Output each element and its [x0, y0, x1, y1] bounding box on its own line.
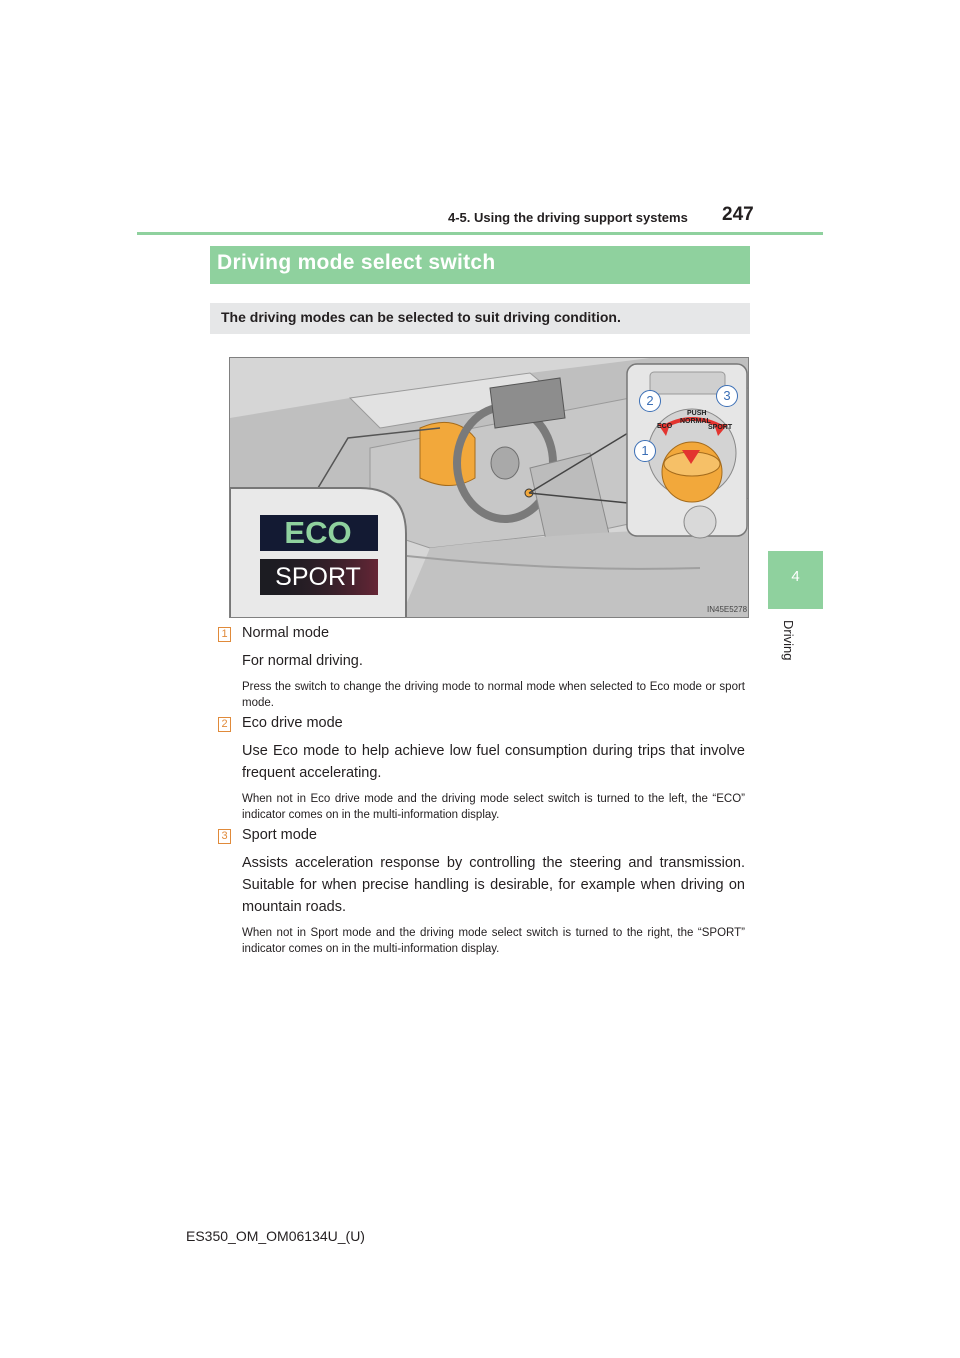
item-badge-3: 3	[218, 829, 231, 844]
display-sport-text: SPORT	[275, 563, 361, 591]
switch-label-normal: NORMAL	[680, 418, 711, 425]
page-number: 247	[722, 204, 754, 225]
callout-3: 3	[716, 385, 738, 407]
callout-1: 1	[634, 440, 656, 462]
section-title: Driving mode select switch	[217, 251, 496, 274]
item-note-normal: Press the switch to change the driving m…	[242, 681, 745, 709]
chapter-tab: 4	[768, 551, 823, 609]
item-note-sport: When not in Sport mode and the driving m…	[242, 927, 745, 955]
item-body-sport: Assists acceleration response by control…	[242, 855, 745, 915]
header-rule	[137, 232, 823, 235]
item-badge-2: 2	[218, 717, 231, 732]
item-note-eco: When not in Eco drive mode and the drivi…	[242, 793, 745, 821]
intro-bar	[210, 303, 750, 334]
dashboard-illustration	[229, 357, 749, 618]
switch-label-sport: SPORT	[708, 424, 733, 431]
intro-text: The driving modes can be selected to sui…	[221, 309, 621, 325]
section-title-bar	[210, 246, 750, 284]
switch-label-eco: ECO	[657, 423, 673, 430]
item-body-eco: Use Eco mode to help achieve low fuel co…	[242, 743, 745, 781]
header-section-title: 4-5. Using the driving support systems	[448, 210, 688, 225]
chapter-label: Driving	[781, 620, 796, 661]
figure-code: IN45E5278	[707, 605, 748, 614]
item-title-eco: Eco drive mode	[242, 715, 343, 731]
switch-label-push: PUSH	[687, 410, 707, 417]
display-eco-text: ECO	[284, 515, 352, 550]
item-title-normal: Normal mode	[242, 625, 330, 641]
callout-2: 2	[639, 390, 661, 412]
item-title-sport: Sport mode	[242, 827, 317, 843]
dashboard-svg	[230, 358, 748, 617]
footer-doc-code: ES350_OM_OM06134U_(U)	[186, 1228, 365, 1244]
item-body-normal: For normal driving.	[242, 653, 363, 669]
item-badge-1: 1	[218, 627, 231, 642]
